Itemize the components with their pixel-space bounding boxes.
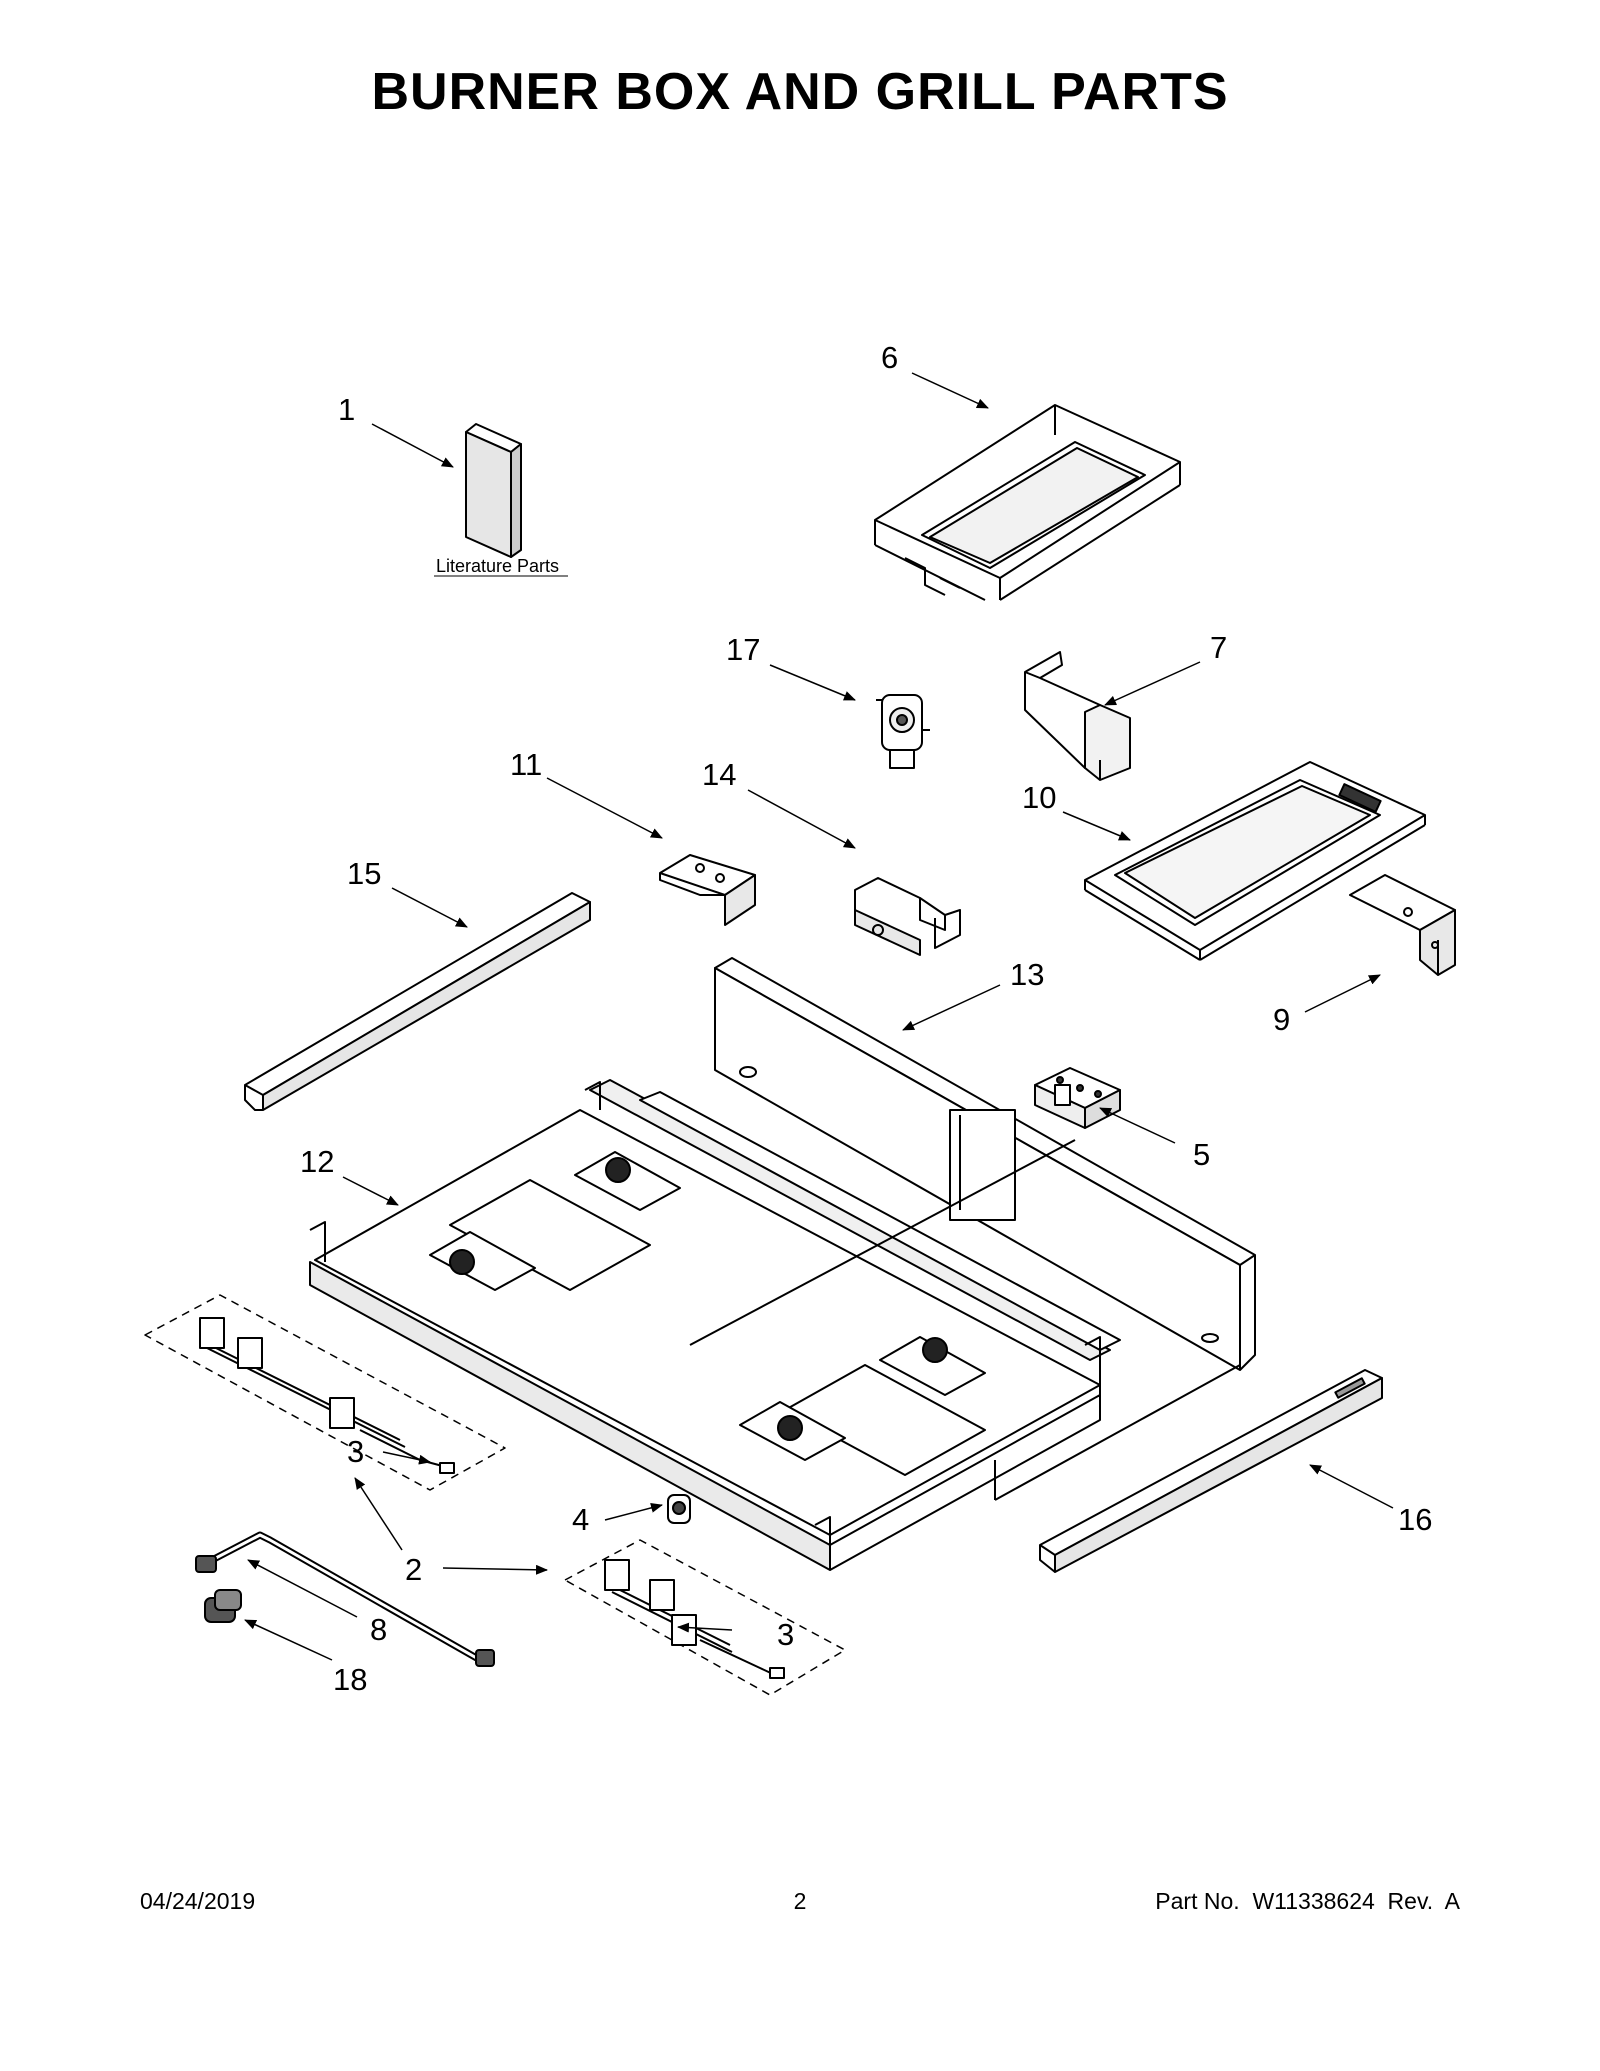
callout-5: 5 <box>1193 1137 1210 1172</box>
footer-part-number: Part No. W11338624 Rev. A <box>1155 1888 1460 1914</box>
igniter-module-part <box>1034 1067 1121 1129</box>
burner-heads <box>449 1157 948 1441</box>
callout-17: 17 <box>726 632 760 667</box>
gas-tube-part <box>195 1531 495 1667</box>
manifold-group-right <box>564 1539 846 1696</box>
callout-7: 7 <box>1210 630 1227 665</box>
callout-3-left: 3 <box>347 1434 364 1469</box>
gas-valve-part <box>876 694 930 769</box>
callout-11: 11 <box>510 747 542 782</box>
bracket-part-11 <box>659 854 756 926</box>
valve-fitting-part <box>667 1494 691 1524</box>
callout-2: 2 <box>405 1552 422 1587</box>
burner-box-housing-part <box>714 957 1256 1501</box>
callout-numbers: 1 6 17 7 11 14 10 15 9 13 5 12 3 4 16 2 … <box>300 340 1432 1697</box>
footer-page-number: 2 <box>793 1888 807 1914</box>
callout-16: 16 <box>1398 1502 1432 1537</box>
callout-1: 1 <box>338 392 355 427</box>
griddle-plate-part <box>1084 761 1426 961</box>
callout-4: 4 <box>572 1502 589 1537</box>
literature-parts-label: Literature Parts <box>436 556 559 576</box>
side-trim-right-part <box>1039 1369 1383 1573</box>
callout-12: 12 <box>300 1144 334 1179</box>
page-title: BURNER BOX AND GRILL PARTS <box>371 63 1229 121</box>
burner-base-assembly-part <box>309 1079 1121 1571</box>
grill-pan-part <box>874 404 1181 601</box>
bracket-part-14 <box>854 877 961 956</box>
callout-10: 10 <box>1022 780 1056 815</box>
callout-8: 8 <box>370 1612 387 1647</box>
fitting-part <box>204 1589 242 1623</box>
callout-18: 18 <box>333 1662 367 1697</box>
bracket-part-7 <box>1024 651 1131 781</box>
callout-6: 6 <box>881 340 898 375</box>
bracket-part-9 <box>1349 874 1456 976</box>
side-trim-left-part <box>244 892 591 1111</box>
callout-9: 9 <box>1273 1002 1290 1037</box>
leader-arrows <box>244 372 1394 1661</box>
footer-date: 04/24/2019 <box>140 1888 256 1914</box>
manifold-group-left <box>144 1294 506 1491</box>
callout-3-right: 3 <box>777 1617 794 1652</box>
callout-14: 14 <box>702 757 736 792</box>
literature-booklet-part <box>434 423 568 577</box>
callout-15: 15 <box>347 856 381 891</box>
callout-13: 13 <box>1010 957 1044 992</box>
